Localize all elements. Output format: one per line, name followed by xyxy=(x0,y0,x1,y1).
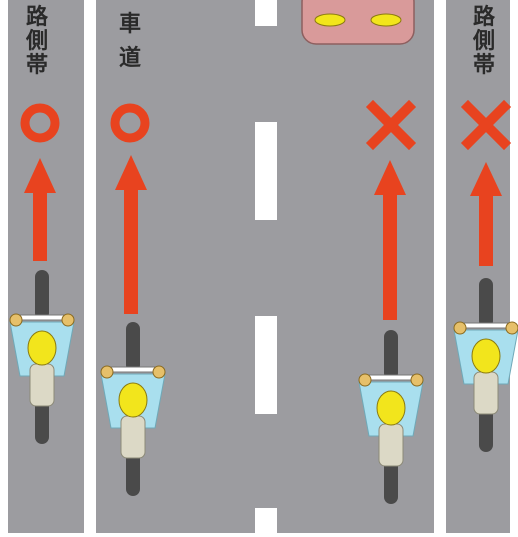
rider-helmet xyxy=(27,330,57,366)
prohibited-cross-mark-right-shoulder xyxy=(460,99,512,151)
motorcycle-roadway xyxy=(100,322,166,496)
arrow-roadway xyxy=(115,155,147,314)
center-dash-1 xyxy=(255,0,277,26)
allowed-circle-mark-left-shoulder xyxy=(20,103,60,143)
left-shoulder-surface xyxy=(8,0,84,533)
right-shoulder-surface xyxy=(446,0,510,533)
front-tire xyxy=(126,322,140,372)
front-tire xyxy=(384,330,398,380)
allowed-circle-mark-roadway xyxy=(110,103,150,143)
label-roadway: 車 道 xyxy=(116,8,144,76)
handlebar xyxy=(14,314,70,321)
center-dash-3 xyxy=(255,316,277,414)
center-dash-4 xyxy=(255,508,277,533)
handlebar xyxy=(363,374,419,381)
label-right-shoulder-char-3: 帯 xyxy=(472,53,495,78)
label-left-shoulder-char-2: 側 xyxy=(25,29,48,54)
right-edge-line xyxy=(434,0,446,533)
arrow-opposing-lane xyxy=(374,160,406,320)
label-roadway-char-1: 車 xyxy=(118,12,141,37)
label-roadway-char-2: 道 xyxy=(118,46,141,71)
label-right-shoulder: 路 側 帯 xyxy=(470,6,498,78)
left-hand xyxy=(453,321,467,335)
seat xyxy=(29,363,55,407)
roadway-surface xyxy=(96,0,434,533)
car-rear xyxy=(301,0,415,45)
prohibited-cross-mark-opposing-lane xyxy=(365,99,417,151)
label-right-shoulder-char-2: 側 xyxy=(472,29,495,54)
motorcycles xyxy=(9,270,518,504)
right-hand xyxy=(152,365,166,379)
car-left-light xyxy=(314,13,346,27)
motorcycle-opposing-lane xyxy=(358,330,424,504)
motorcycle-left-shoulder xyxy=(9,270,75,444)
rider-helmet xyxy=(376,390,406,426)
label-right-shoulder-char-1: 路 xyxy=(472,5,495,30)
left-hand xyxy=(9,313,23,327)
arrow-right-shoulder xyxy=(470,162,502,266)
left-edge-line xyxy=(84,0,96,533)
right-hand xyxy=(61,313,75,327)
front-tire xyxy=(479,278,493,328)
front-tire xyxy=(35,270,49,320)
car-right-light xyxy=(370,13,402,27)
rider-helmet xyxy=(471,338,501,374)
label-left-shoulder-char-1: 路 xyxy=(25,5,48,30)
seat xyxy=(120,415,146,459)
rider-helmet xyxy=(118,382,148,418)
left-hand xyxy=(358,373,372,387)
label-left-shoulder: 路 側 帯 xyxy=(23,6,51,78)
seat xyxy=(473,371,499,415)
handlebar xyxy=(458,322,514,329)
handlebar xyxy=(105,366,161,373)
seat xyxy=(378,423,404,467)
left-hand xyxy=(100,365,114,379)
right-hand xyxy=(505,321,518,335)
arrow-left-shoulder xyxy=(24,158,56,261)
motorcycle-right-shoulder xyxy=(453,278,518,452)
car-body xyxy=(301,0,415,45)
center-dash-2 xyxy=(255,122,277,220)
label-left-shoulder-char-3: 帯 xyxy=(25,53,48,78)
right-hand xyxy=(410,373,424,387)
